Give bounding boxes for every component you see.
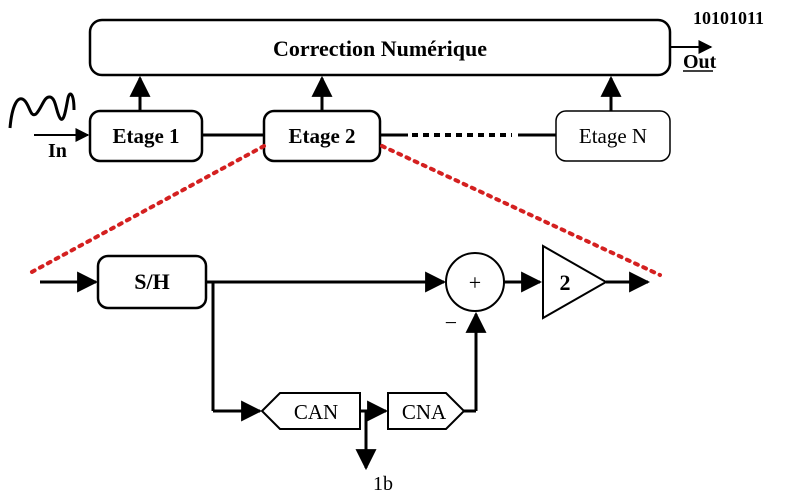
correction-block-title: Correction Numérique: [273, 36, 487, 61]
out-label: Out: [683, 51, 717, 73]
adder-plus-sign: +: [469, 270, 481, 295]
gain-amplifier: [542, 244, 609, 320]
adder-minus-sign: −: [445, 310, 457, 335]
zoom-line-right: [380, 144, 662, 277]
stage-1-label: Etage 1: [112, 124, 179, 148]
input-signal-wave: [8, 92, 76, 129]
sample-hold-label: S/H: [134, 269, 169, 294]
cna-label: CNA: [402, 400, 447, 424]
gain-label: 2: [560, 270, 571, 295]
stage-2-label: Etage 2: [288, 124, 355, 148]
input-label: In: [48, 140, 67, 162]
can-label: CAN: [294, 400, 338, 424]
stage-n-label: Etage N: [579, 124, 647, 148]
bit-output-label: 1b: [373, 473, 393, 495]
output-bits-label: 10101011: [693, 8, 764, 28]
cna-block: [387, 392, 466, 430]
zoom-line-left: [28, 144, 266, 275]
